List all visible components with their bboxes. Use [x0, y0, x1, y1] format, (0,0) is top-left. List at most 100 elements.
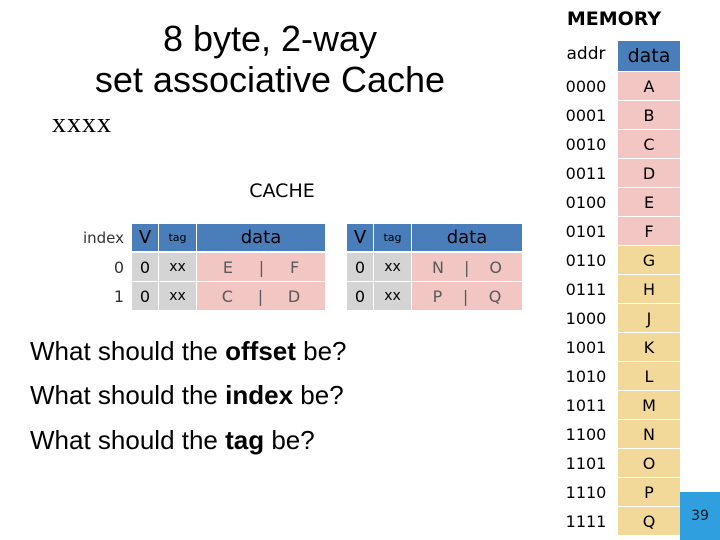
slide-title-line2: set associative Cache: [94, 59, 446, 100]
question-text: be?: [293, 380, 344, 410]
cache-row1-way2-valid: 0: [347, 282, 373, 310]
memory-row: 0010 C: [556, 130, 680, 159]
cache-row1-way2-tag: xx: [374, 282, 411, 310]
question-index: What should the index be?: [30, 380, 344, 410]
memory-row: 0111 H: [556, 275, 680, 304]
cache-row1-way1-data-b: D: [287, 286, 301, 306]
cache-row0-way1-data: E | F: [197, 253, 325, 281]
cache-row0-way1-data-a: E: [222, 257, 233, 277]
memory-addr: 0100: [565, 193, 607, 212]
memory-row: 0011 D: [556, 159, 680, 188]
memory-row: 1001 K: [556, 333, 680, 362]
cache-row1-index: 1: [113, 286, 124, 306]
cache-separator: |: [258, 257, 265, 277]
memory-addr: 0001: [565, 106, 607, 125]
cache-row0-way2-data-b: O: [489, 257, 502, 277]
memory-row: 0101 F: [556, 217, 680, 246]
cache-separator: |: [462, 286, 469, 306]
question-text: be?: [295, 336, 347, 366]
cache-way2-header-valid: V: [347, 224, 373, 251]
cache-header-index: index: [82, 228, 124, 247]
memory-addr: 0111: [565, 280, 607, 299]
memory-data: L: [618, 362, 680, 391]
slide-title: 8 byte, 2-way set associative Cache: [40, 18, 500, 100]
cache-row0-way1-data-b: F: [289, 257, 300, 277]
memory-row: 0100 E: [556, 188, 680, 217]
memory-row: 1011 M: [556, 391, 680, 420]
memory-data: F: [618, 217, 680, 246]
cache-way2-header-data: data: [412, 224, 522, 251]
memory-addr: 1101: [565, 454, 607, 473]
memory-data: B: [618, 101, 680, 130]
cache-row1-way2-data-b: Q: [488, 286, 502, 306]
memory-data: J: [618, 304, 680, 333]
memory-row: 0001 B: [556, 101, 680, 130]
cache-separator: |: [257, 286, 264, 306]
memory-row: 0110 G: [556, 246, 680, 275]
memory-row: 1111 Q: [556, 507, 680, 536]
cache-way2-header-tag: tag: [374, 224, 411, 251]
memory-row: 0000 A: [556, 72, 680, 101]
memory-data: C: [618, 130, 680, 159]
cache-way1-header-data: data: [197, 224, 325, 251]
memory-addr-header: addr: [566, 44, 606, 64]
memory-addr: 1010: [565, 367, 607, 386]
cache-row1-way1-data: C | D: [197, 282, 325, 310]
memory-row: 1100 N: [556, 420, 680, 449]
slide-note: xxxx: [52, 108, 112, 139]
memory-addr: 0010: [565, 135, 607, 154]
question-text: be?: [264, 425, 315, 455]
memory-data: N: [618, 420, 680, 449]
memory-data: A: [618, 72, 680, 101]
page-number-badge: 39: [680, 492, 720, 540]
cache-separator: |: [463, 257, 470, 277]
memory-data: D: [618, 159, 680, 188]
cache-row0-way2-valid: 0: [347, 253, 373, 281]
cache-way1-header-tag: tag: [159, 224, 196, 251]
memory-data: P: [618, 478, 680, 507]
cache-row0-way2-data-a: N: [432, 257, 444, 277]
memory-addr: 0011: [565, 164, 607, 183]
memory-addr: 0101: [565, 222, 607, 241]
memory-data: H: [618, 275, 680, 304]
question-offset: What should the offset be?: [30, 336, 347, 366]
cache-row1-way2-data: P | Q: [412, 282, 522, 310]
question-text: What should the: [30, 425, 226, 455]
memory-addr: 0000: [565, 77, 607, 96]
cache-row0-index: 0: [113, 257, 124, 277]
memory-title: MEMORY: [566, 8, 662, 30]
question-text: What should the: [30, 380, 226, 410]
question-keyword: offset: [225, 336, 296, 366]
memory-addr: 1011: [565, 396, 607, 415]
memory-addr: 1111: [565, 512, 607, 531]
memory-addr: 1100: [565, 425, 607, 444]
cache-row0-way2-data: N | O: [412, 253, 522, 281]
cache-label: CACHE: [249, 180, 315, 202]
memory-addr: 1000: [565, 309, 607, 328]
memory-row: 1110 P: [556, 478, 680, 507]
memory-row: 1000 J: [556, 304, 680, 333]
cache-row1-way2-data-a: P: [432, 286, 443, 306]
memory-data: O: [618, 449, 680, 478]
question-keyword: tag: [225, 425, 265, 455]
memory-data: G: [618, 246, 680, 275]
cache-row1-way1-tag: xx: [159, 282, 196, 310]
cache-way1-header-valid: V: [132, 224, 158, 251]
cache-row1-way1-valid: 0: [132, 282, 158, 310]
memory-row: 1010 L: [556, 362, 680, 391]
question-keyword: index: [225, 380, 294, 410]
memory-addr: 1001: [565, 338, 607, 357]
cache-row0-way2-tag: xx: [374, 253, 411, 281]
cache-row0-way1-tag: xx: [159, 253, 196, 281]
memory-data: K: [618, 333, 680, 362]
memory-addr: 0110: [565, 251, 607, 270]
memory-data: M: [618, 391, 680, 420]
question-text: What should the: [30, 336, 226, 366]
slide-title-line1: 8 byte, 2-way: [162, 18, 378, 59]
memory-data: Q: [618, 507, 680, 536]
question-tag: What should the tag be?: [30, 425, 315, 455]
memory-data-header: data: [618, 41, 680, 71]
cache-row1-way1-data-a: C: [221, 286, 233, 306]
memory-addr: 1110: [565, 483, 607, 502]
memory-data: E: [618, 188, 680, 217]
